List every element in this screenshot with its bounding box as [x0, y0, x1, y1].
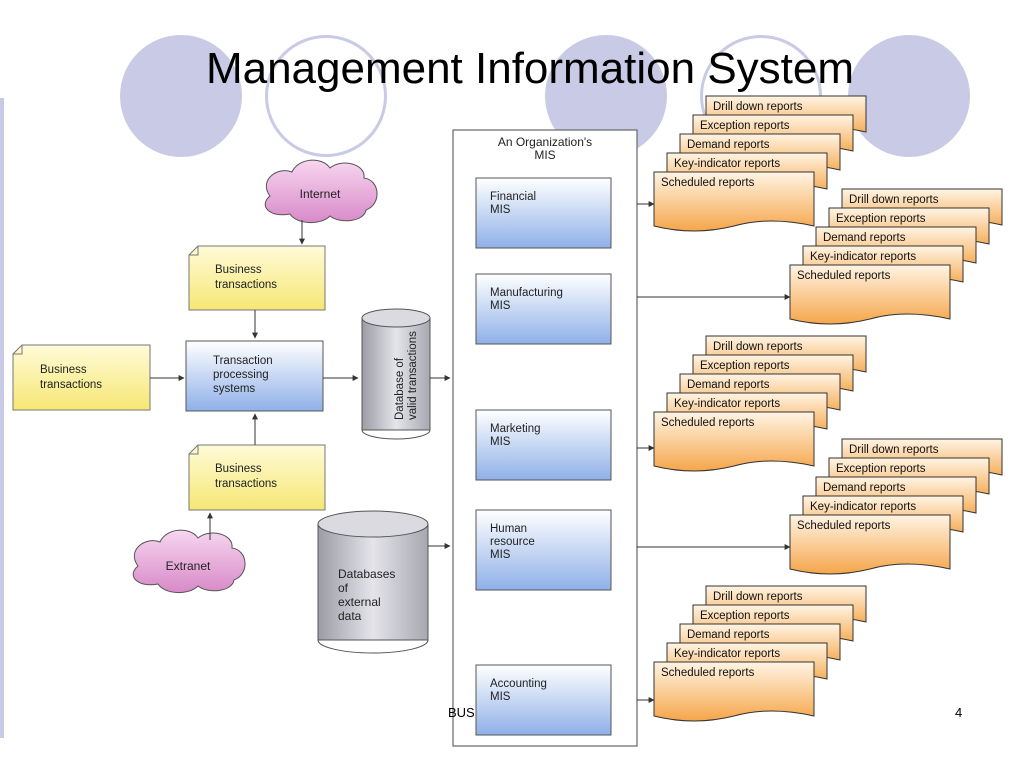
bt-left-line2: transactions — [40, 379, 102, 391]
report-label: Drill down reports — [849, 444, 939, 456]
org-title-line1: An Organization's — [498, 135, 592, 149]
report-label: Key-indicator reports — [674, 398, 780, 410]
report-label: Key-indicator reports — [674, 648, 780, 660]
db-ext-line3: external — [338, 595, 381, 609]
report-label: Exception reports — [700, 360, 790, 372]
extranet-cloud: Extranet — [132, 529, 246, 593]
mis-unit-label: Manufacturing — [490, 287, 563, 299]
report-sheet: Scheduled reports — [653, 171, 815, 232]
report-label: Drill down reports — [713, 101, 803, 113]
mis-unit-label: MIS — [490, 691, 511, 703]
svg-text:Database ofvalid transactions: Database ofvalid transactions — [394, 331, 419, 420]
database-valid-transactions: Database ofvalid transactions — [361, 308, 431, 440]
decor-ring — [265, 35, 387, 157]
report-label: Demand reports — [823, 482, 906, 494]
bt-left-line1: Business — [40, 364, 87, 376]
mis-unit-label: MIS — [490, 204, 511, 216]
left-accent-bar — [0, 98, 4, 738]
page-number: 4 — [955, 705, 963, 720]
business-transactions-note-bottom: Business transactions — [188, 444, 326, 511]
mis-unit-label: MIS — [490, 549, 511, 561]
report-label: Demand reports — [687, 629, 770, 641]
report-sheet: Scheduled reports — [653, 411, 815, 472]
mis-unit-label: Financial — [490, 191, 536, 203]
report-label: Drill down reports — [713, 341, 803, 353]
report-label: Exception reports — [700, 120, 790, 132]
mis-unit-label: Marketing — [490, 423, 541, 435]
report-label: Scheduled reports — [797, 270, 891, 282]
mis-unit-label: MIS — [490, 436, 511, 448]
bt-bottom-line1: Business — [215, 463, 262, 475]
mis-unit-label: Human — [490, 523, 527, 535]
db-ext-line2: of — [338, 581, 349, 595]
mis-unit-label: Accounting — [490, 678, 547, 690]
report-label: Exception reports — [836, 463, 926, 475]
tps-line2: processing — [213, 369, 269, 381]
report-label: Demand reports — [687, 139, 770, 151]
db-valid-line1: Database of — [394, 357, 406, 420]
org-title-line2: MIS — [534, 148, 555, 162]
bt-bottom-line2: transactions — [215, 478, 277, 490]
bt-top-line2: transactions — [215, 279, 277, 291]
tps-line3: systems — [213, 383, 255, 395]
decor-circle — [120, 35, 242, 157]
report-label: Scheduled reports — [797, 520, 891, 532]
transaction-processing-systems: Transaction processing systems — [185, 340, 324, 412]
tps-line1: Transaction — [213, 355, 273, 367]
report-sheet: Scheduled reports — [789, 514, 951, 575]
report-sheet: Scheduled reports — [653, 661, 815, 722]
report-label: Drill down reports — [849, 194, 939, 206]
decor-circle — [848, 35, 970, 157]
mis-unit-label: MIS — [490, 300, 511, 312]
mis-unit-label: resource — [490, 536, 535, 548]
report-label: Scheduled reports — [661, 417, 755, 429]
report-label: Exception reports — [836, 213, 926, 225]
report-label: Key-indicator reports — [810, 501, 916, 513]
db-ext-line4: data — [338, 609, 362, 623]
report-label: Demand reports — [687, 379, 770, 391]
bt-top-line1: Business — [215, 264, 262, 276]
business-transactions-note-left: Business transactions — [12, 344, 151, 411]
report-label: Key-indicator reports — [810, 251, 916, 263]
report-label: Scheduled reports — [661, 177, 755, 189]
slide-title: Management Information System — [205, 44, 855, 93]
footer-text: BUS — [448, 705, 475, 720]
extranet-label: Extranet — [166, 559, 211, 573]
report-label: Exception reports — [700, 610, 790, 622]
report-sheet: Scheduled reports — [789, 264, 951, 325]
report-label: Demand reports — [823, 232, 906, 244]
db-ext-line1: Databases — [338, 567, 395, 581]
internet-cloud: Internet — [264, 159, 378, 223]
report-label: Key-indicator reports — [674, 158, 780, 170]
report-label: Drill down reports — [713, 591, 803, 603]
report-label: Scheduled reports — [661, 667, 755, 679]
db-valid-line2: valid transactions — [407, 331, 419, 420]
internet-label: Internet — [300, 187, 341, 201]
business-transactions-note-top: Business transactions — [188, 245, 326, 311]
